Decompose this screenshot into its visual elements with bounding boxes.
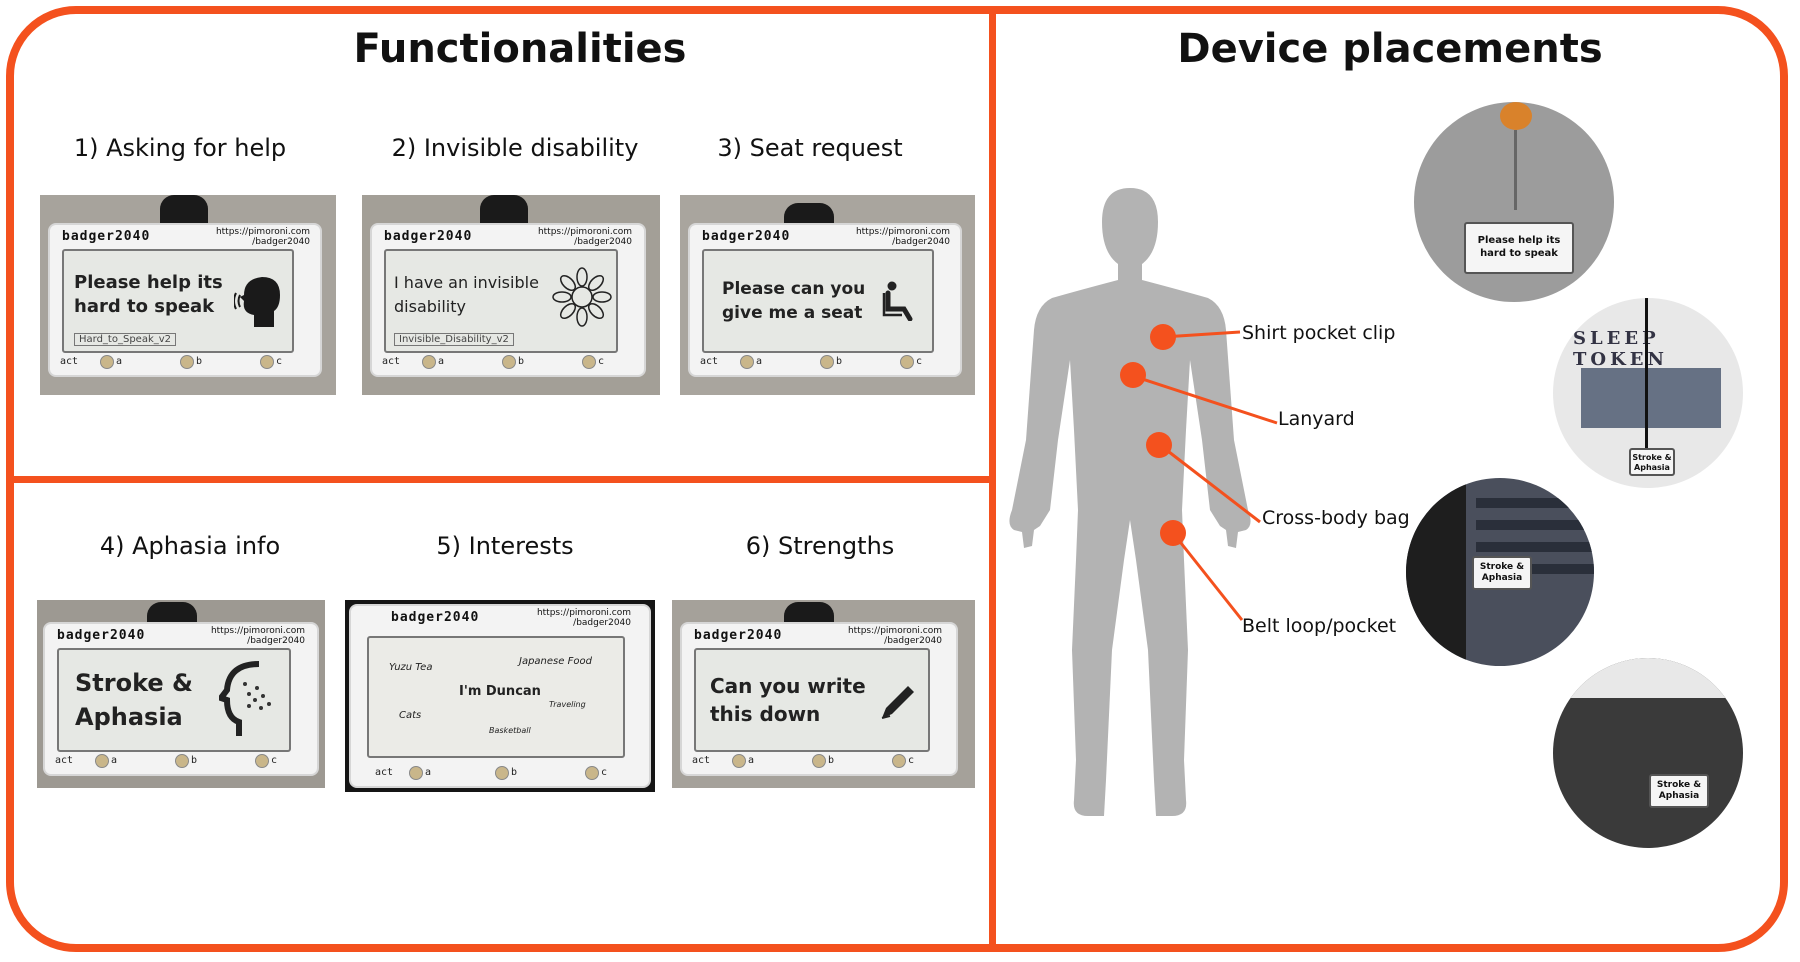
caption-interests: 5) Interests <box>436 532 574 560</box>
badge-photo-asking-for-help: badger2040 https://pimoroni.com/badger20… <box>40 195 336 395</box>
aphasia-head-icon <box>219 661 271 736</box>
human-silhouette-icon <box>1009 188 1251 816</box>
functionalities-title: Functionalities <box>353 26 687 72</box>
caption-seat-request: 3) Seat request <box>717 134 903 162</box>
seated-person-icon <box>882 281 913 321</box>
photo-belt-loop-pocket: Stroke & Aphasia <box>1553 658 1743 848</box>
label-cross-body-bag: Cross-body bag <box>1262 507 1410 529</box>
caption-strengths: 6) Strengths <box>745 532 895 560</box>
badge-tag: Invisible_Disability_v2 <box>394 333 514 346</box>
badge-tag: Hard_to_Speak_v2 <box>74 333 177 346</box>
badge-photo-interests: badger2040 https://pimoroni.com/badger20… <box>345 600 655 792</box>
horizontal-divider <box>10 476 992 483</box>
speaking-head-icon <box>234 277 280 327</box>
marker-belt-loop <box>1160 520 1186 546</box>
badge-photo-aphasia-info: badger2040 https://pimoroni.com/badger20… <box>37 600 325 788</box>
label-shirt-pocket-clip: Shirt pocket clip <box>1242 322 1396 344</box>
photo-cross-body-bag: Stroke & Aphasia <box>1406 478 1594 666</box>
photo-lanyard: SLEEP TOKEN Stroke & Aphasia <box>1553 298 1743 488</box>
marker-cross-body-bag <box>1146 432 1172 458</box>
badge-message: I'm Duncan <box>459 684 541 699</box>
device-placements-title: Device placements <box>1177 26 1603 72</box>
photo-shirt-pocket-clip: Please help its hard to speak <box>1414 102 1614 302</box>
caption-asking-for-help: 1) Asking for help <box>73 134 287 162</box>
vertical-divider <box>989 10 996 952</box>
caption-invisible-disability: 2) Invisible disability <box>391 134 639 162</box>
badge-message: Please can you give me a seat <box>722 279 866 323</box>
badge-photo-strengths: badger2040 https://pimoroni.com/badger20… <box>672 600 975 788</box>
badge-message: Please help its hard to speak <box>74 272 223 317</box>
marker-shirt-pocket <box>1150 324 1176 350</box>
badge-photo-seat-request: badger2040 https://pimoroni.com/badger20… <box>680 195 975 395</box>
badge-message: Stroke & Aphasia <box>75 669 193 731</box>
badge-photo-invisible-disability: badger2040 https://pimoroni.com/badger20… <box>362 195 660 395</box>
caption-aphasia-info: 4) Aphasia info <box>99 532 281 560</box>
pencil-icon <box>881 686 914 719</box>
badge-message: Can you write this down <box>710 674 866 726</box>
label-lanyard: Lanyard <box>1278 408 1355 430</box>
label-belt-loop-pocket: Belt loop/pocket <box>1242 615 1397 637</box>
sunflower-icon <box>552 267 612 327</box>
badge-message: I have an invisible disability <box>394 273 539 316</box>
marker-lanyard <box>1120 362 1146 388</box>
